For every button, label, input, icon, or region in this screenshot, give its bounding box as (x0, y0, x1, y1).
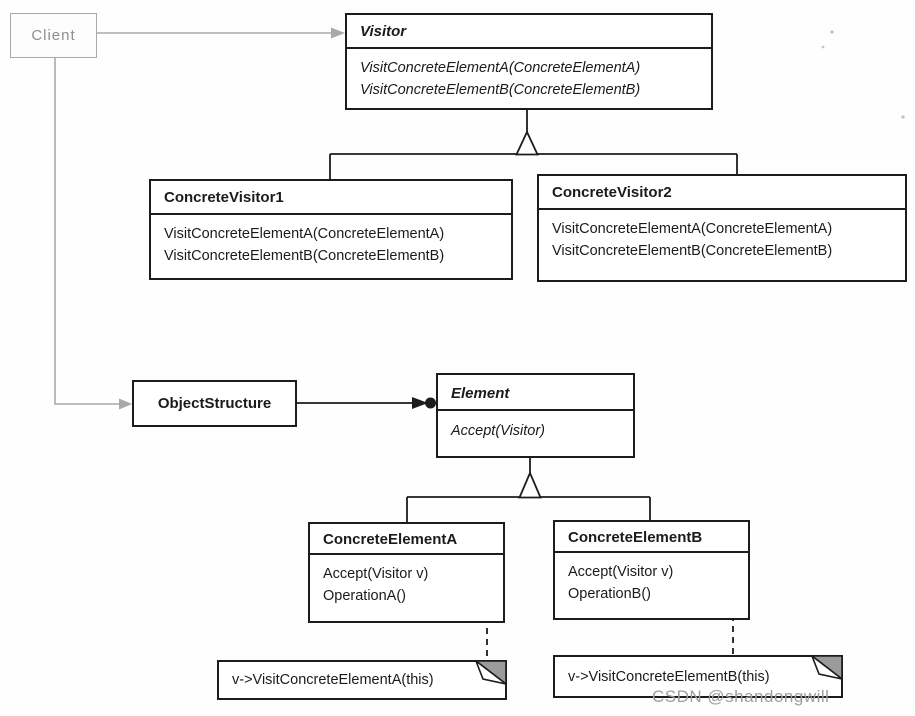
class-concrete-visitor-1-title: ConcreteVisitor1 (164, 189, 284, 206)
class-element-title: Element (451, 385, 510, 402)
class-concrete-visitor-1-method: VisitConcreteElementA(ConcreteElementA) (164, 226, 445, 242)
client-to-objectstructure-arrow (54, 58, 132, 410)
class-concrete-element-b: ConcreteElementB Accept(Visitor v) Opera… (553, 520, 750, 620)
class-concrete-visitor-2: ConcreteVisitor2 VisitConcreteElementA(C… (537, 174, 907, 282)
class-concrete-element-a-title: ConcreteElementA (323, 531, 458, 548)
class-concrete-element-b-method: OperationB() (568, 586, 652, 602)
objectstructure-to-element-arrow (297, 397, 436, 409)
class-concrete-visitor-1: ConcreteVisitor1 VisitConcreteElementA(C… (149, 179, 513, 280)
note-b-text: v->VisitConcreteElementB(this) (568, 668, 770, 685)
note-fold-icon (473, 660, 507, 686)
class-concrete-visitor-1-method: VisitConcreteElementB(ConcreteElementB) (164, 248, 445, 264)
class-element-method: Accept(Visitor) (451, 423, 546, 439)
hollow-triangle-icon (515, 129, 539, 156)
class-concrete-element-b-method: Accept(Visitor v) (568, 564, 674, 580)
watermark: CSDN @shandongwill (652, 687, 830, 706)
filled-arrowhead-icon (412, 397, 428, 409)
filled-ball-icon (425, 397, 436, 409)
note-fold-icon (809, 655, 843, 681)
class-visitor-method: VisitConcreteElementB(ConcreteElementB) (360, 82, 641, 98)
class-visitor: Visitor VisitConcreteElementA(ConcreteEl… (345, 13, 713, 110)
note-a-text: v->VisitConcreteElementA(this) (232, 672, 434, 688)
class-element: Element Accept(Visitor) (436, 373, 635, 458)
class-concrete-visitor-2-method: VisitConcreteElementA(ConcreteElementA) (552, 221, 833, 237)
visitor-inheritance-connector (329, 110, 738, 179)
client-box: Client (10, 13, 97, 58)
object-structure-box: ObjectStructure (132, 380, 297, 427)
class-concrete-element-a: ConcreteElementA Accept(Visitor v) Opera… (308, 522, 505, 623)
class-concrete-element-a-method: OperationA() (323, 588, 407, 604)
hollow-triangle-icon (518, 470, 542, 499)
class-concrete-visitor-2-method: VisitConcreteElementB(ConcreteElementB) (552, 243, 833, 259)
client-label: Client (31, 27, 76, 44)
note-b: v->VisitConcreteElementB(this) (553, 655, 843, 698)
object-structure-label: ObjectStructure (157, 395, 272, 412)
element-inheritance-connector (406, 458, 651, 522)
class-visitor-method: VisitConcreteElementA(ConcreteElementA) (360, 60, 641, 76)
class-concrete-element-a-method: Accept(Visitor v) (323, 566, 429, 582)
note-a: v->VisitConcreteElementA(this) (217, 660, 507, 700)
class-concrete-visitor-2-title: ConcreteVisitor2 (552, 184, 672, 201)
class-visitor-title: Visitor (360, 23, 407, 40)
class-concrete-element-b-title: ConcreteElementB (568, 529, 703, 546)
client-to-visitor-arrow (97, 27, 345, 39)
scan-speckles (821, 30, 905, 119)
